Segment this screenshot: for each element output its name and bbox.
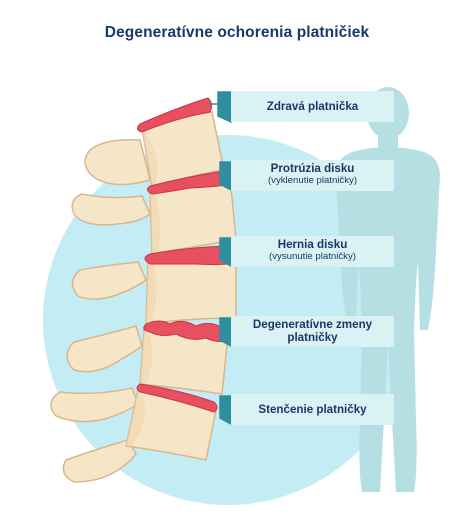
label-disc-protrusion-title: Protrúzia disku: [270, 162, 355, 175]
label-disc-protrusion-subtitle: (vyklenutie platničky): [267, 175, 358, 186]
label-disc-hernia: Hernia disku (vysunutie platničky): [231, 236, 394, 267]
vertebra-shading: [126, 128, 161, 446]
label-disc-protrusion: Protrúzia disku (vyklenutie platničky): [231, 160, 394, 191]
label-disc-thinning: Stenčenie platničky: [231, 394, 394, 425]
label-healthy-disc: Zdravá platnička: [231, 91, 394, 122]
vertebral-bodies: [125, 111, 237, 461]
spinous-processes: [50, 138, 151, 483]
label-degenerative-changes-title: Degeneratívne zmeny platničky: [252, 318, 373, 344]
label-disc-hernia-title: Hernia disku: [277, 238, 348, 251]
disc-thinning: [136, 383, 218, 413]
page-title: Degeneratívne ochorenia platničiek: [104, 24, 370, 41]
label-healthy-disc-title: Zdravá platnička: [266, 100, 359, 113]
disc-healthy: [136, 97, 213, 133]
label-disc-hernia-subtitle: (vysunutie platničky): [269, 251, 356, 262]
label-disc-thinning-title: Stenčenie platničky: [258, 403, 367, 416]
label-connectors: [209, 91, 240, 426]
label-degenerative-changes: Degeneratívne zmeny platničky: [231, 316, 394, 347]
